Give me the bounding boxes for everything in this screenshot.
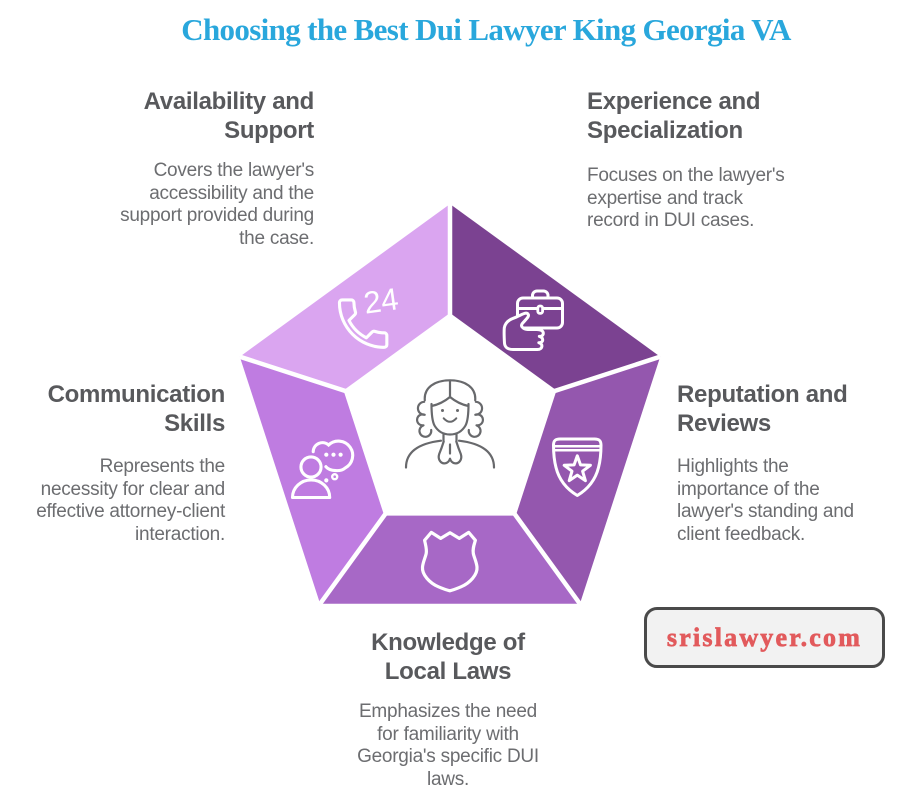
svg-text:24: 24 bbox=[361, 281, 400, 320]
